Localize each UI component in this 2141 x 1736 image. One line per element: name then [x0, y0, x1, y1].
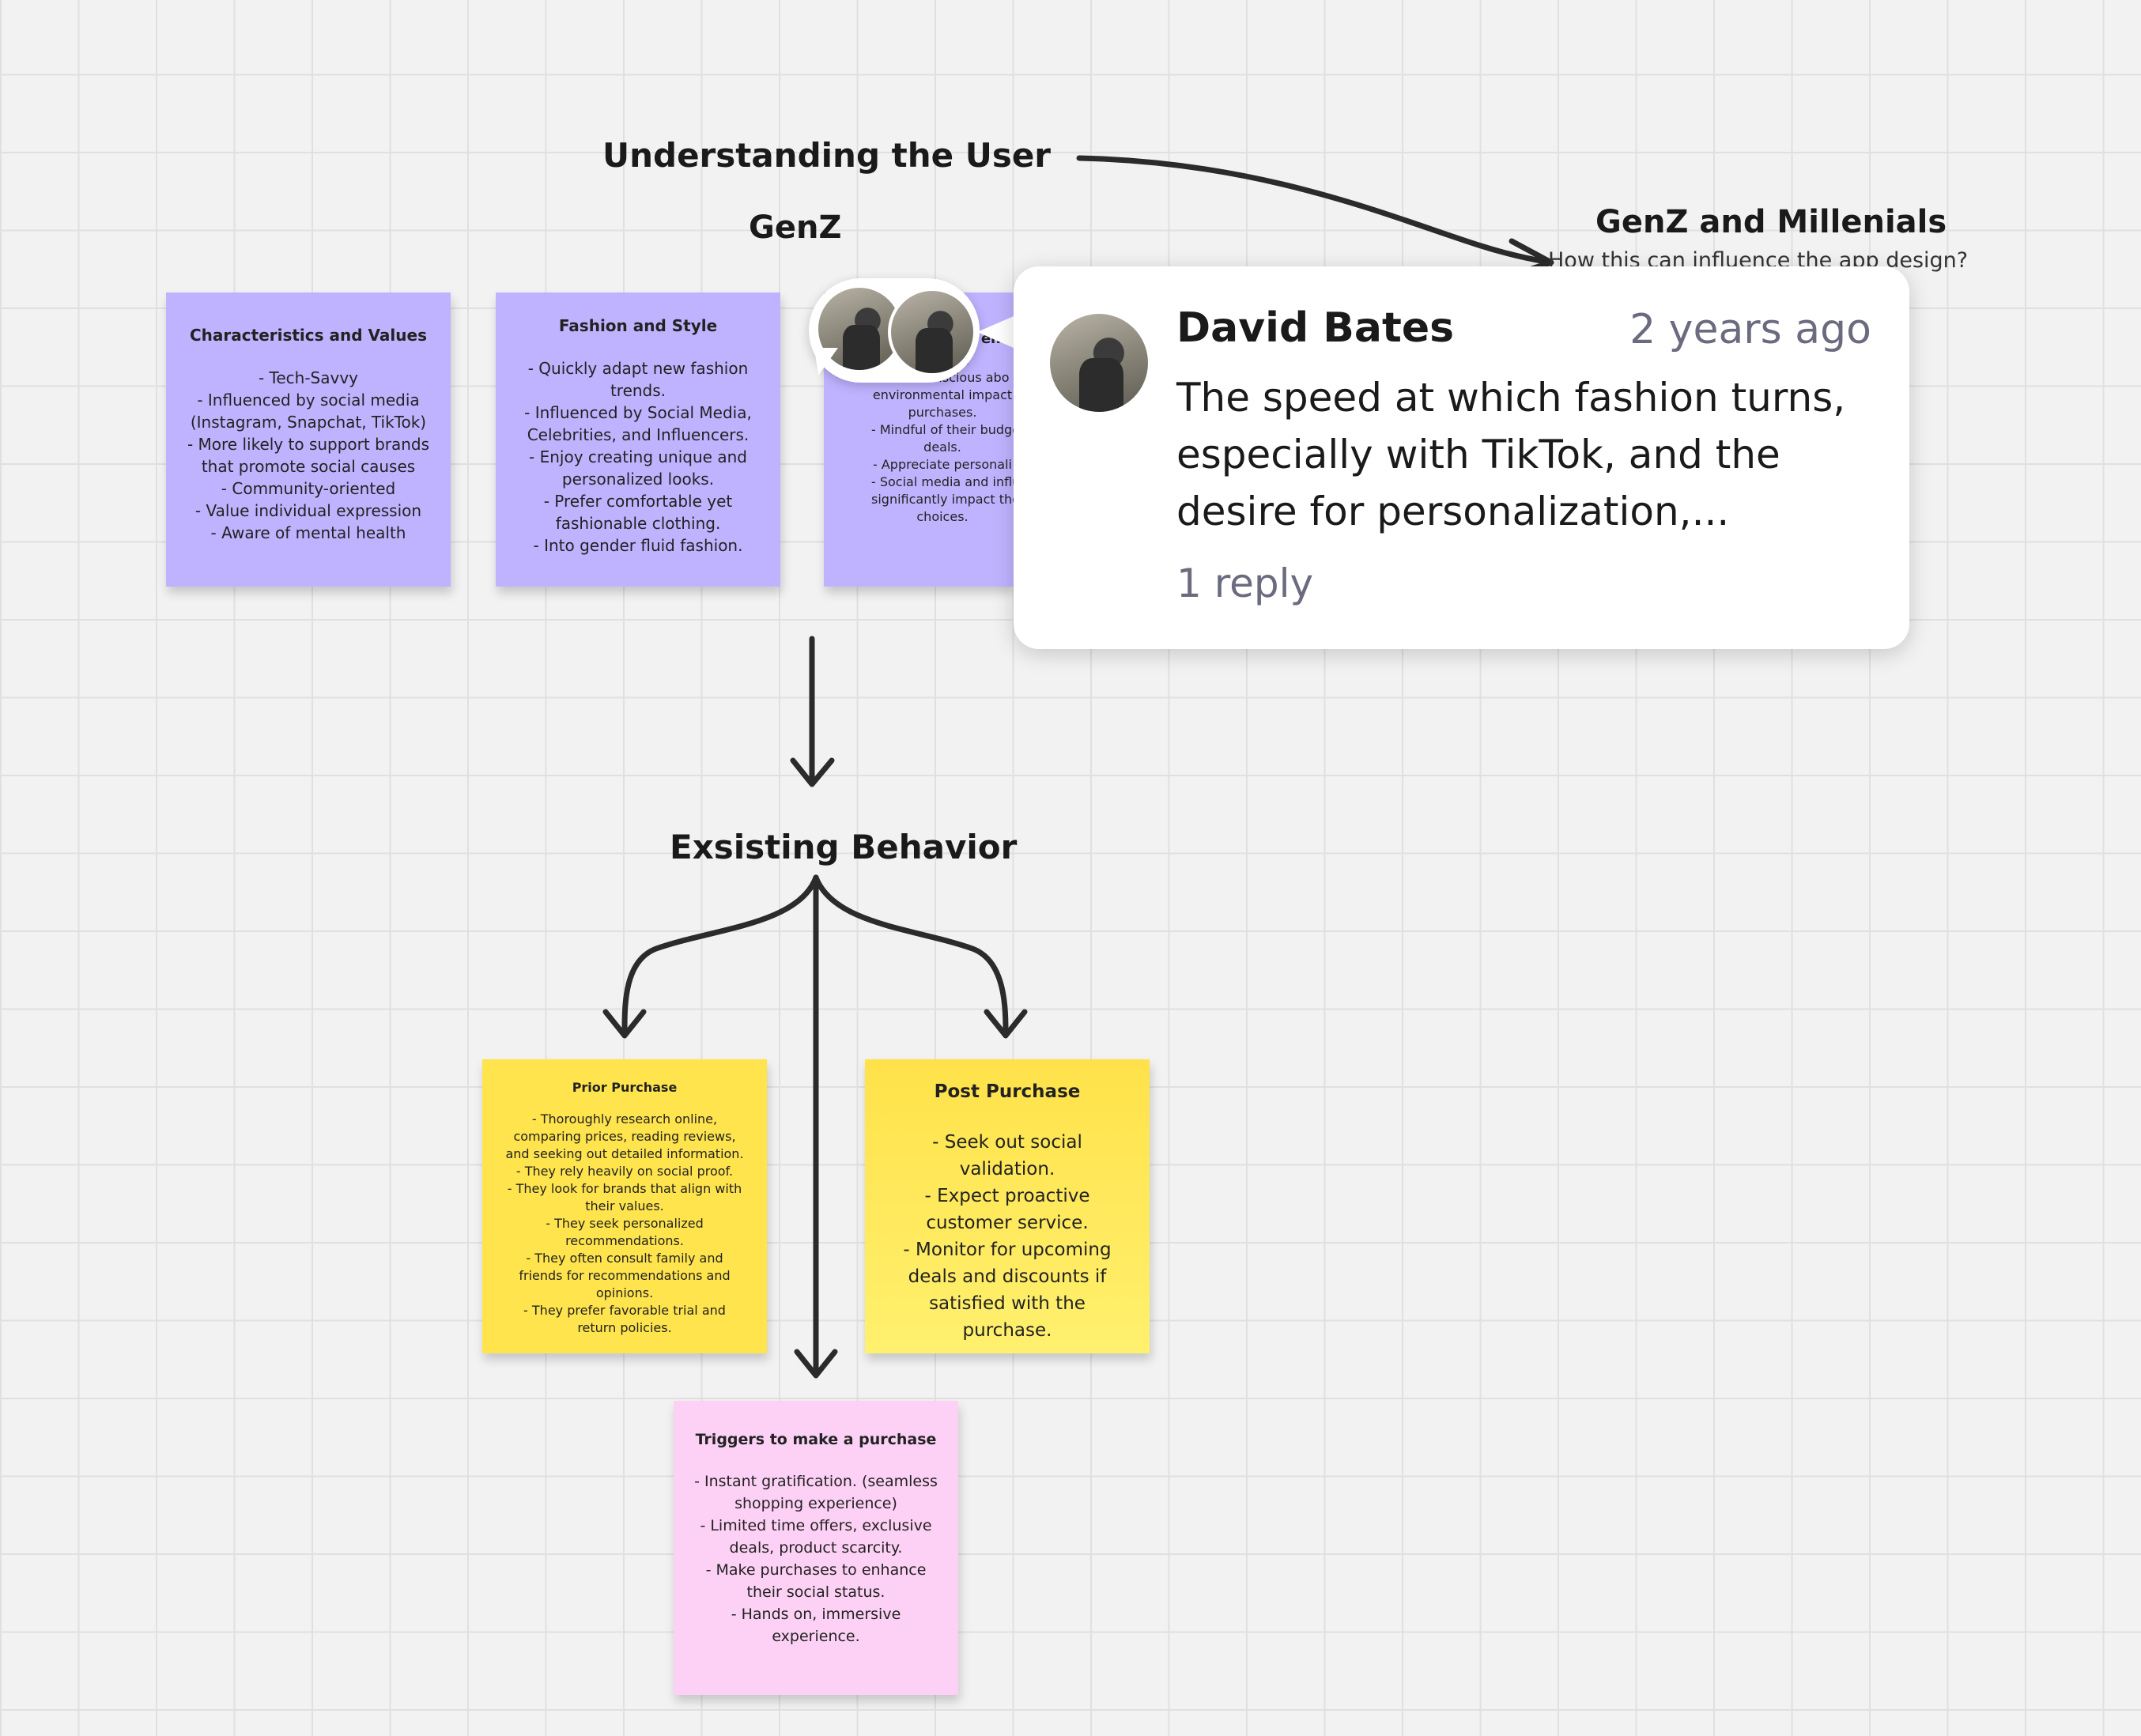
note-body: - Thoroughly research online, comparing … — [505, 1111, 744, 1335]
section-genz: GenZ — [749, 209, 842, 246]
comment-popover[interactable]: David Bates 2 years ago The speed at whi… — [1014, 266, 1909, 649]
sticky-note-fashion-style[interactable]: Fashion and Style - Quickly adapt new fa… — [496, 292, 780, 587]
bubble-tail-icon — [814, 348, 838, 376]
note-title: Prior Purchase — [572, 1080, 678, 1095]
arrowhead-triggers — [794, 1349, 838, 1379]
sticky-note-characteristics[interactable]: Characteristics and Values - Tech-Savvy … — [166, 292, 451, 587]
note-title: Fashion and Style — [558, 316, 718, 335]
connector-title-to-genz-millenials — [1076, 155, 1553, 266]
arrowhead-prior — [602, 1009, 647, 1039]
sticky-note-post-purchase[interactable]: Post Purchase - Seek out social validati… — [865, 1059, 1150, 1353]
arrowhead-behavior — [790, 757, 835, 787]
note-title: Triggers to make a purchase — [695, 1431, 937, 1448]
note-body: - Tech-Savvy - Influenced by social medi… — [187, 368, 430, 542]
comment-timestamp: 2 years ago — [1629, 306, 1871, 353]
comment-thread-avatar-2-icon — [888, 288, 976, 376]
note-title: Characteristics and Values — [190, 326, 427, 345]
section-existing-behavior: Exsisting Behavior — [670, 828, 1018, 866]
note-body: - Instant gratification. (seamless shopp… — [694, 1473, 938, 1645]
note-title: Post Purchase — [934, 1081, 1081, 1102]
sticky-note-purchase-triggers[interactable]: Triggers to make a purchase - Instant gr… — [674, 1401, 958, 1695]
note-body: - Quickly adapt new fashion trends. - In… — [524, 359, 752, 555]
connector-behavior-to-post — [813, 874, 1009, 1035]
section-genz-millenials: GenZ and Millenials — [1595, 204, 1947, 240]
comment-text: The speed at which fashion turns, especi… — [1176, 375, 1846, 534]
author-avatar-icon — [1050, 314, 1148, 412]
comment-author: David Bates — [1176, 304, 1455, 352]
note-body: - Seek out social validation. - Expect p… — [903, 1132, 1112, 1341]
arrowhead-post — [984, 1009, 1028, 1039]
comment-replies-link[interactable]: 1 reply — [1176, 560, 1314, 606]
board-title: Understanding the User — [602, 136, 1052, 175]
bubble-connector-icon — [977, 316, 1014, 348]
sticky-note-prior-purchase[interactable]: Prior Purchase - Thoroughly research onl… — [482, 1059, 767, 1353]
connector-behavior-to-prior — [621, 874, 819, 1035]
